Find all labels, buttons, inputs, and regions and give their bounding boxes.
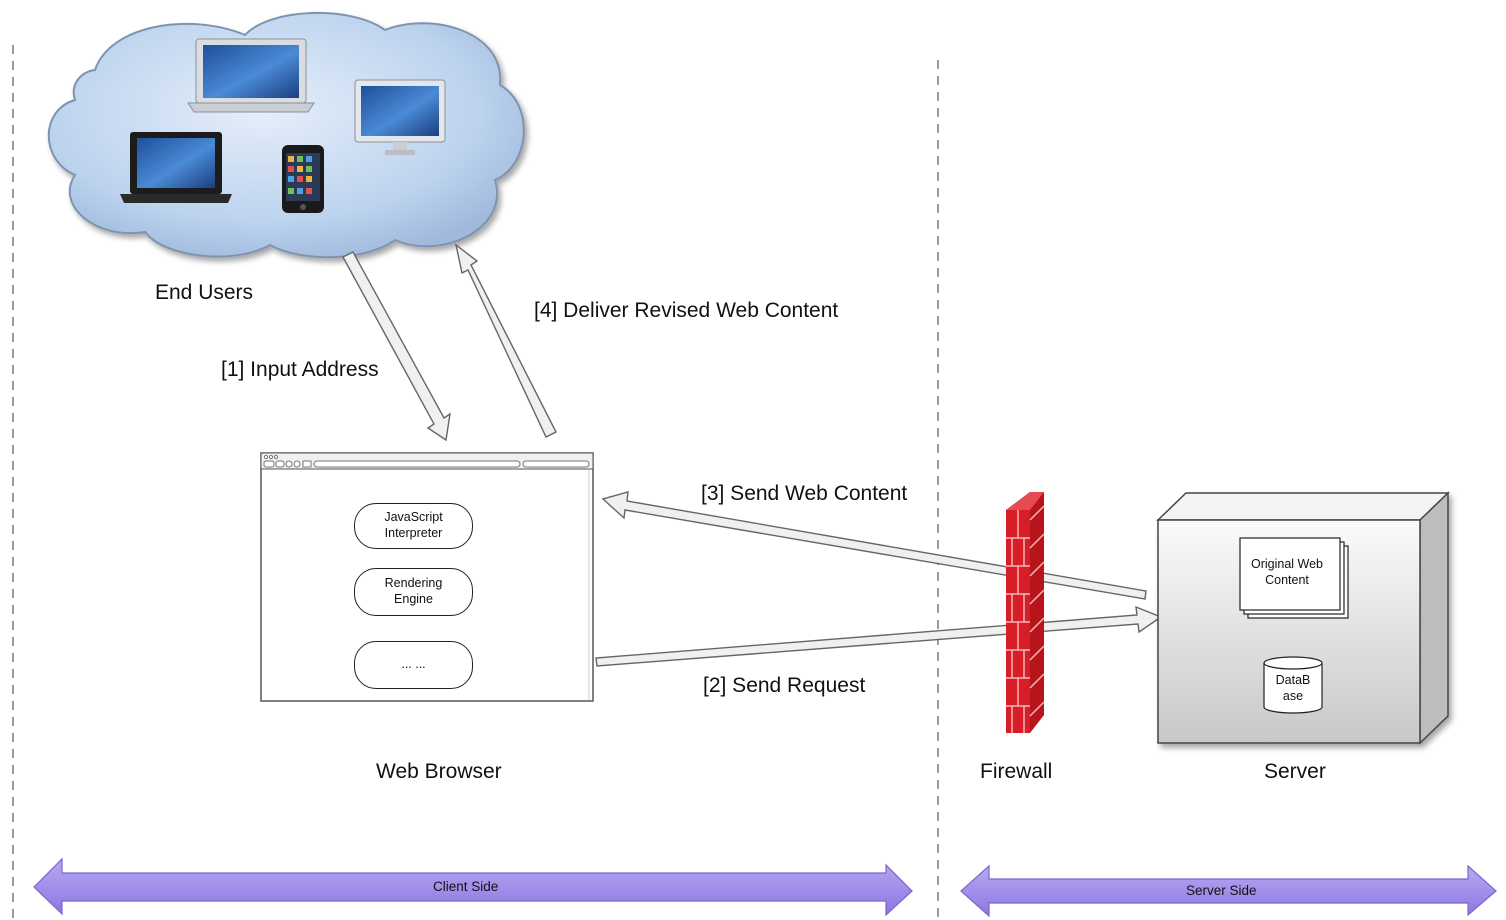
server-label: Server [1264,760,1326,783]
step4-label: [4] Deliver Revised Web Content [534,299,839,322]
firewall-label: Firewall [980,760,1053,783]
end-users-label: End Users [155,281,254,304]
client-side-label: Client Side [433,879,499,894]
other-component: ... ... [354,641,473,689]
web-browser-label: Web Browser [376,760,502,783]
monitor-icon [354,79,446,155]
laptop-black-icon [120,132,232,203]
javascript-interpreter-label: JavaScript Interpreter [384,510,443,540]
arrow-send-request [595,605,1163,667]
server-side-arrow [960,864,1497,918]
laptop-top-icon [187,38,315,113]
arrow-input-address [342,251,451,442]
rendering-engine-label: Rendering Engine [384,576,443,606]
original-web-content-document [1239,537,1349,619]
firewall-icon [1006,492,1045,733]
arrow-send-web-content [601,491,1147,600]
browser-toolbar [263,454,590,468]
step1-label: [1] Input Address [221,358,379,381]
database-cylinder [1263,656,1323,714]
phone-icon [282,145,324,213]
step2-label: [2] Send Request [703,674,866,697]
rendering-engine-component: Rendering Engine [354,568,473,616]
javascript-interpreter-component: JavaScript Interpreter [354,503,473,549]
client-side-arrow [33,857,913,917]
arrow-deliver-revised-content [454,243,557,438]
database-label: DataB ase [1275,673,1311,703]
server-side-label: Server Side [1186,883,1257,898]
other-component-label: ... ... [401,657,426,672]
step3-label: [3] Send Web Content [701,482,908,505]
original-web-content-label: Original Web Content [1250,557,1324,587]
